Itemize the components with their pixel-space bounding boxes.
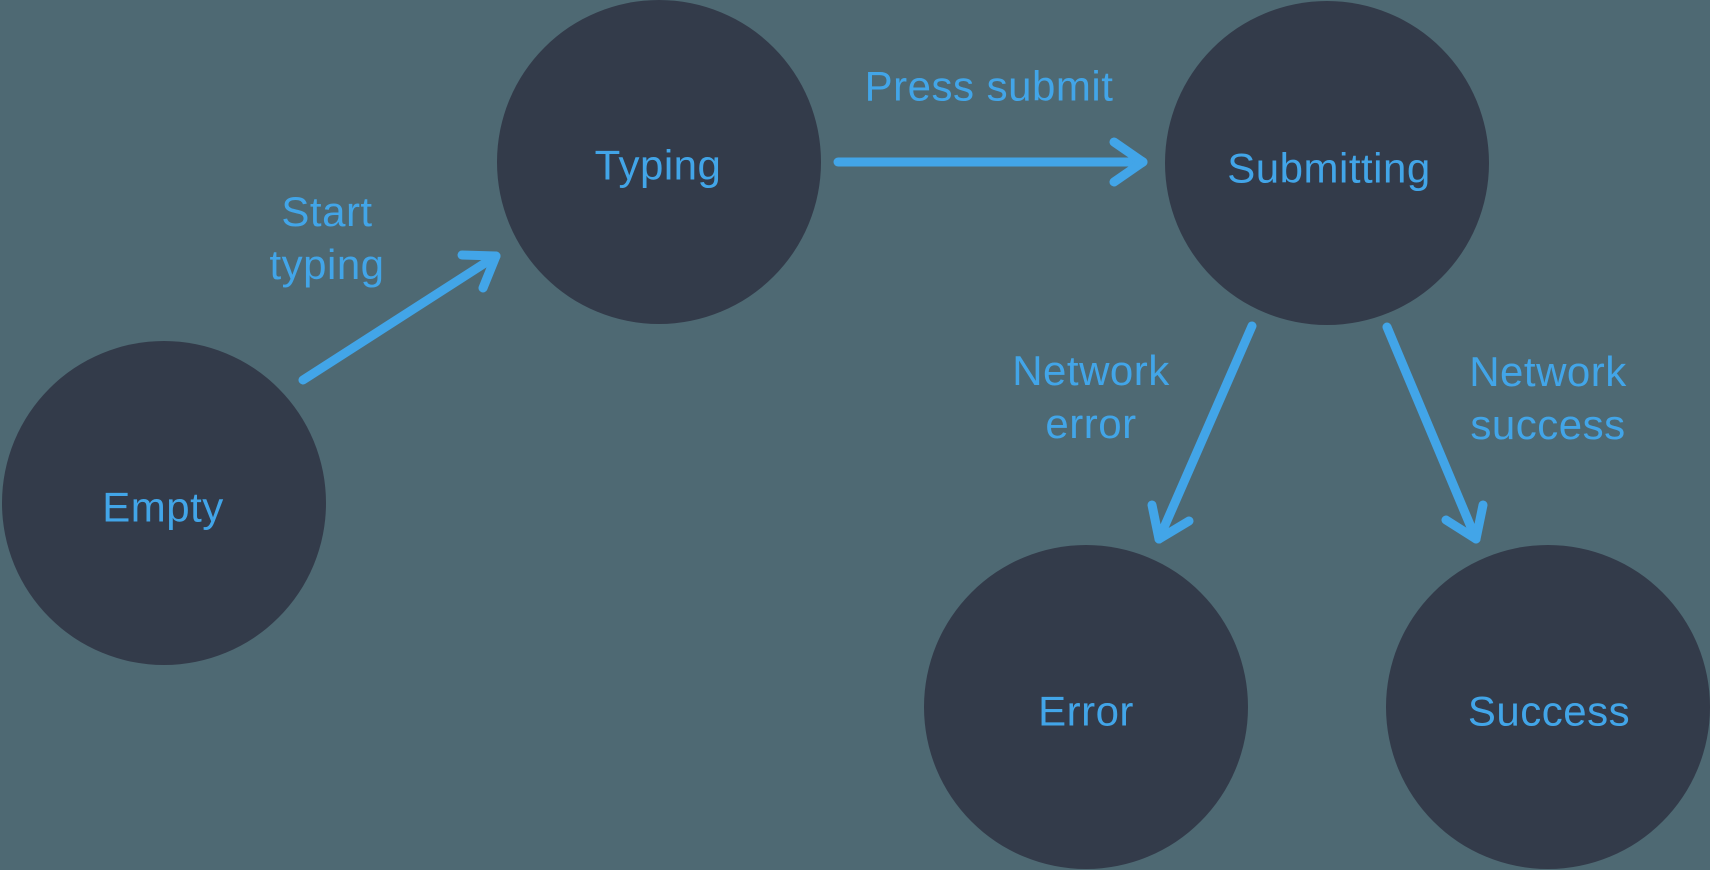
- transition-label-line: Press submit: [864, 62, 1114, 110]
- arrow-typing-to-submitting: [833, 137, 1148, 187]
- transition-label-line: Network: [1012, 347, 1170, 394]
- arrow-submitting-to-error: [1147, 321, 1257, 544]
- arrow-head: [1109, 137, 1148, 187]
- state-label-success: Success: [1467, 687, 1631, 735]
- state-node-success: [1386, 545, 1710, 869]
- state-label-typing: Typing: [594, 141, 722, 189]
- arrow-shaft: [1154, 321, 1257, 544]
- arrow-head: [1441, 500, 1488, 544]
- transition-label-line: success: [1470, 401, 1626, 448]
- state-label-empty: Empty: [102, 483, 224, 531]
- transition-label-line: Network: [1469, 348, 1627, 395]
- transition-label-press-submit: Press submit: [865, 60, 1114, 113]
- transition-label-network-error: Network error: [1012, 344, 1170, 450]
- state-label-error: Error: [1038, 687, 1134, 735]
- state-label-submitting: Submitting: [1227, 144, 1431, 192]
- state-node-typing: [497, 0, 821, 324]
- arrow-empty-to-typing: [298, 250, 501, 385]
- state-node-empty: [2, 341, 326, 665]
- state-node-submitting: [1165, 1, 1489, 325]
- arrow-submitting-to-success: [1382, 322, 1488, 544]
- arrow-head: [1147, 500, 1194, 544]
- arrow-shaft: [298, 251, 501, 385]
- transition-label-line: Start: [281, 188, 373, 235]
- arrow-head: [457, 250, 501, 293]
- arrow-shaft: [1382, 322, 1481, 544]
- transition-label-line: error: [1045, 400, 1137, 447]
- state-node-error: [924, 545, 1248, 869]
- transition-label-network-success: Network success: [1469, 345, 1627, 451]
- transition-label-start-typing: Start typing: [269, 185, 384, 291]
- transition-label-line: typing: [269, 241, 385, 288]
